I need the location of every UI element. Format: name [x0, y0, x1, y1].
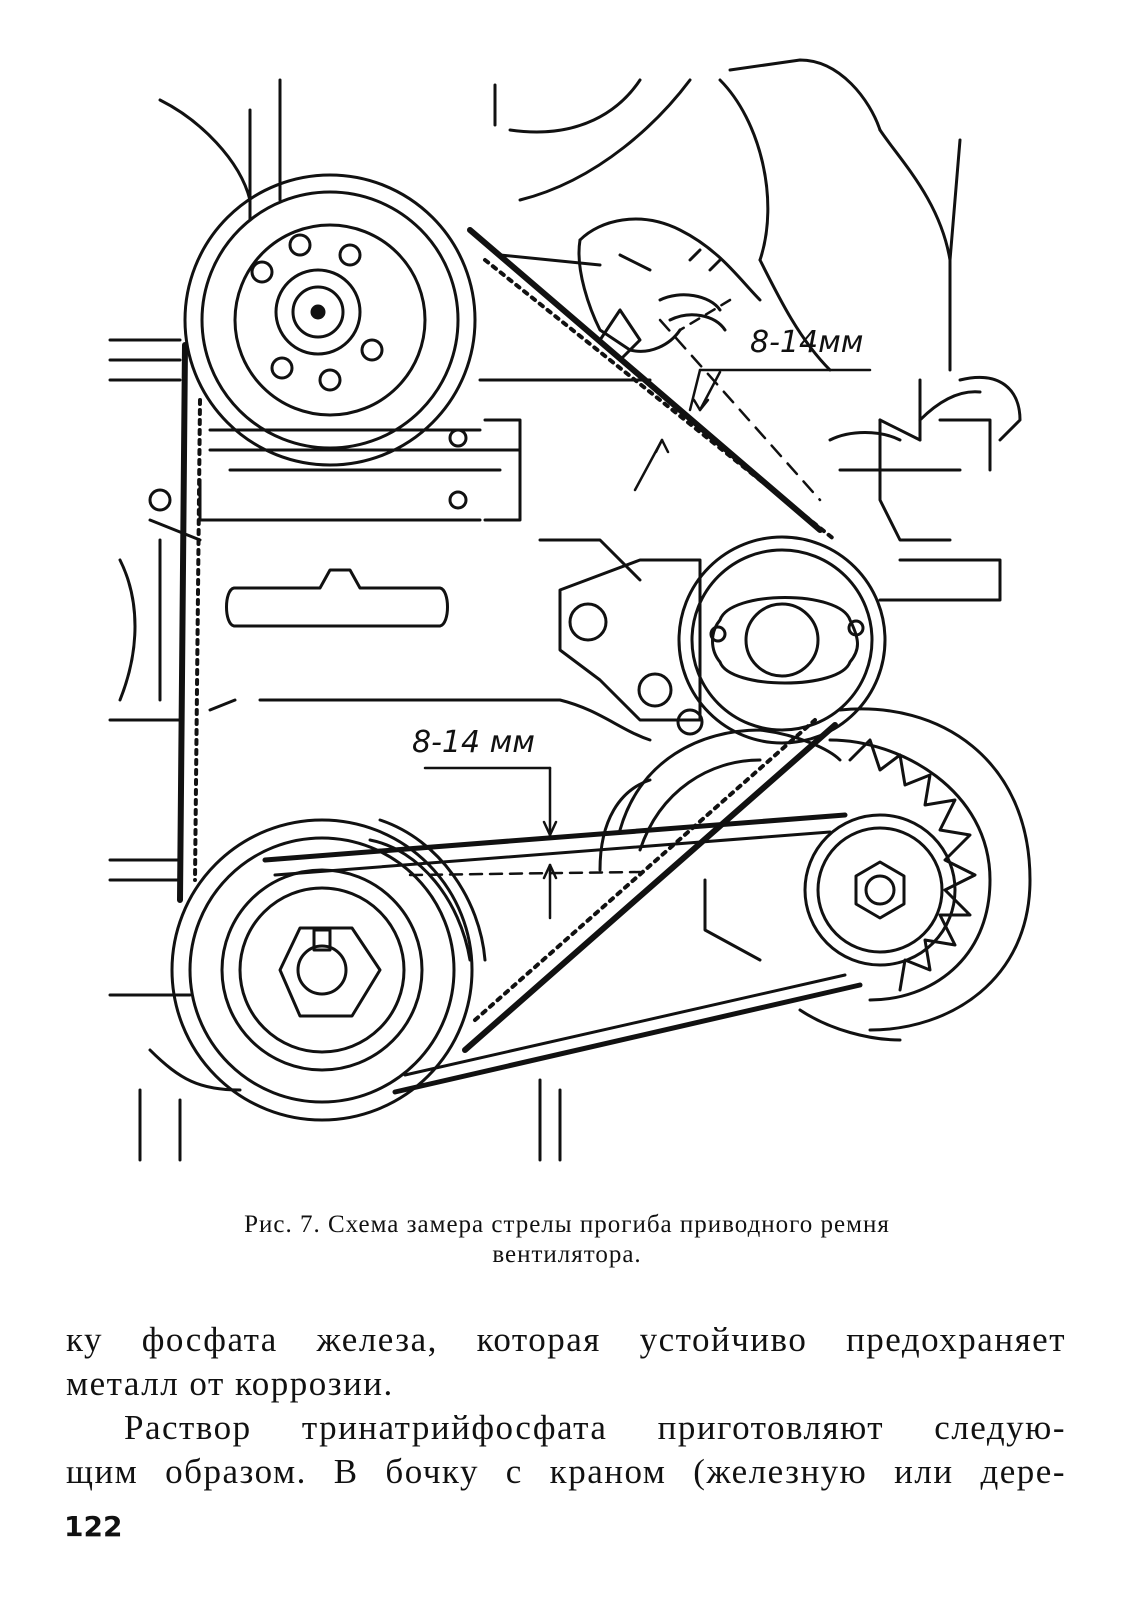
- paragraph-2-line-2: щим образом. В бочку с краном (железную …: [66, 1452, 1066, 1491]
- body-text: ку фосфата железа, которая устойчиво пре…: [66, 1318, 1066, 1494]
- fan-pulley: [803, 707, 1032, 1032]
- lower-deflection-measure: [408, 766, 642, 920]
- paragraph-2-line-1: Раствор тринатрийфосфата приготовляют сл…: [124, 1408, 1066, 1447]
- mounting-bracket: [148, 428, 704, 736]
- hand-illustration: [577, 58, 982, 442]
- camshaft-pulley: [183, 173, 477, 467]
- upper-deflection-measure: [633, 298, 872, 502]
- caption-line-1: Рис. 7. Схема замера стрелы прогиба прив…: [244, 1211, 890, 1238]
- upper-dimension-label: 8-14мм: [750, 325, 863, 360]
- crankshaft-pulley: [170, 818, 487, 1122]
- paragraph-1-line-2: металл от коррозии.: [66, 1364, 394, 1403]
- fan-v-belt: [262, 812, 863, 1095]
- lower-dimension-label: 8-14 мм: [412, 725, 535, 760]
- belt-tension-diagram: 8-14мм 8-14 мм: [108, 58, 1032, 1162]
- timing-belt: [177, 227, 838, 1053]
- caption-line-2: вентилятора.: [492, 1241, 642, 1268]
- tensioner-pulley: [677, 535, 887, 745]
- page-number: 122: [64, 1510, 123, 1543]
- figure-caption: Рис. 7. Схема замера стрелы прогиба прив…: [110, 1210, 1024, 1270]
- paragraph-1-line-1: ку фосфата железа, которая устойчиво пре…: [66, 1320, 1066, 1359]
